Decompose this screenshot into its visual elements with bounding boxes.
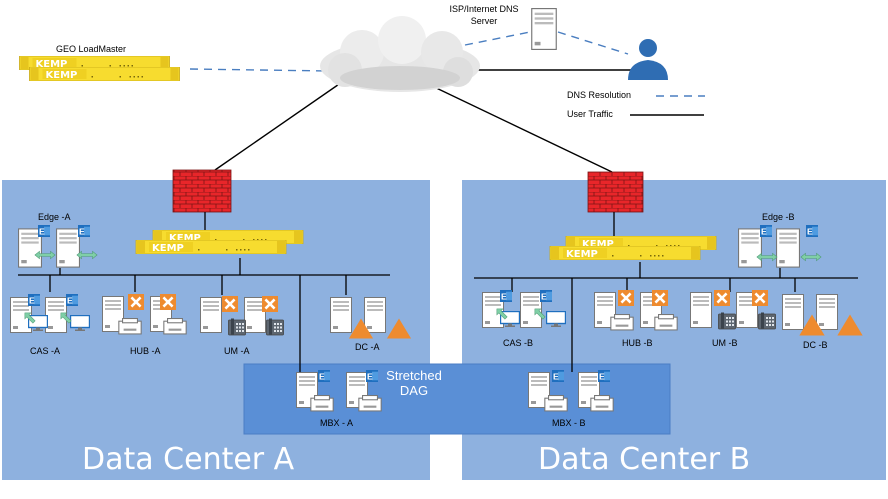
server-icon [56, 228, 80, 268]
exchange-icon [28, 294, 40, 306]
firewall-icon [172, 169, 232, 213]
isp-dns-server-icon [531, 8, 557, 50]
printer-icon [163, 318, 187, 335]
exchange-icon [262, 296, 278, 312]
phone-icon [228, 318, 246, 336]
exchange-icon [652, 290, 668, 306]
exchange-icon [128, 294, 144, 310]
dag-label-line1: Stretched [386, 368, 442, 383]
server-icon [690, 292, 712, 328]
server-icon [364, 297, 386, 333]
hub-a-label: HUB -A [130, 346, 161, 356]
firewall-icon [587, 171, 644, 213]
um-b-label: UM -B [712, 338, 738, 348]
link-cloud-firewall-a [214, 79, 346, 171]
exchange-icon [714, 290, 730, 306]
geo-loadmaster-icon [28, 67, 181, 81]
dag-label-line2: DAG [399, 383, 429, 398]
isp-dns-label-line1: ISP/Internet DNS [449, 4, 519, 14]
exchange-icon [760, 225, 772, 237]
exchange-icon [552, 370, 564, 382]
phone-icon [718, 312, 736, 330]
phone-icon [758, 312, 776, 330]
exchange-icon [598, 370, 610, 382]
exchange-icon [66, 294, 78, 306]
network-wiring-b [474, 212, 858, 372]
exchange-icon [222, 296, 238, 312]
load-balancer-icon [135, 240, 287, 254]
dc-a-label: DC -A [355, 342, 380, 352]
link-cloud-firewall-b [429, 84, 613, 173]
stretched-dag-label: Stretched DAG [378, 368, 450, 398]
exchange-icon [38, 225, 50, 237]
exchange-icon [806, 225, 818, 237]
edge-a-label: Edge -A [38, 212, 71, 222]
exchange-icon [540, 290, 552, 302]
printer-icon [544, 395, 568, 412]
printer-icon [310, 395, 334, 412]
dc-b-label: DC -B [803, 340, 828, 350]
phone-icon [266, 318, 284, 336]
server-icon [776, 228, 800, 268]
exchange-icon [318, 370, 330, 382]
exchange-icon [500, 290, 512, 302]
server-icon [782, 294, 804, 330]
network-wiring-a [18, 212, 390, 372]
exchange-icon [618, 290, 634, 306]
printer-icon [610, 314, 634, 331]
load-balancer-icon [549, 246, 701, 260]
datacenter-b-title: Data Center B [538, 442, 751, 477]
um-a-label: UM -A [224, 346, 250, 356]
server-icon [330, 297, 352, 333]
exchange-icon [160, 294, 176, 310]
user-icon [628, 39, 668, 80]
legend-dns-label: DNS Resolution [567, 90, 632, 100]
dns-link-isp-user [557, 31, 629, 55]
legend-traffic-label: User Traffic [567, 109, 613, 119]
server-icon [200, 297, 222, 333]
exchange-icon [752, 290, 768, 306]
isp-dns-label-line2: Server [470, 16, 498, 26]
exchange-icon [366, 370, 378, 382]
cas-b-label: CAS -B [503, 338, 534, 348]
hub-b-label: HUB -B [622, 338, 653, 348]
printer-icon [118, 318, 142, 335]
printer-icon [654, 314, 678, 331]
edge-b-label: Edge -B [762, 212, 795, 222]
cas-a-label: CAS -A [30, 346, 61, 356]
printer-icon [590, 395, 614, 412]
mbx-a-label: MBX - A [320, 418, 354, 428]
dns-link-isp-cloud [464, 31, 531, 46]
server-icon [738, 228, 762, 268]
server-icon [816, 294, 838, 330]
exchange-icon [78, 225, 90, 237]
geo-loadmaster-label: GEO LoadMaster [56, 44, 127, 54]
cloud-icon [320, 16, 480, 92]
dns-link-geo [189, 68, 331, 72]
datacenter-a-title: Data Center A [82, 442, 295, 477]
mbx-b-label: MBX - B [552, 418, 586, 428]
